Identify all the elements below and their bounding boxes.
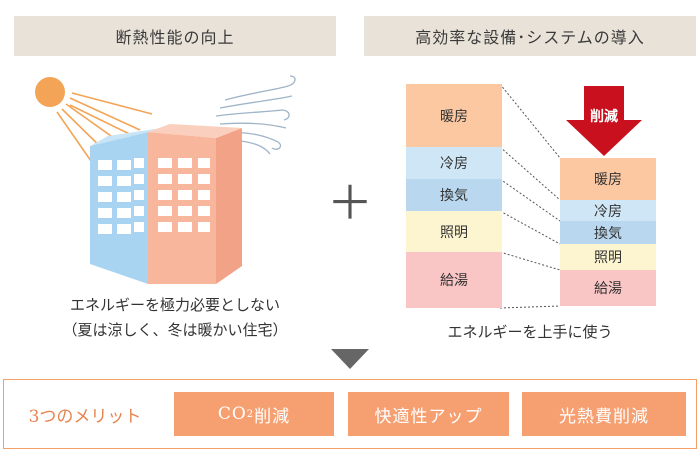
after-bar-hotwater: 給湯	[560, 270, 656, 306]
before-bar-hotwater: 給湯	[406, 252, 502, 308]
header-left: 断熱性能の向上	[14, 16, 336, 56]
down-arrow-icon	[566, 86, 642, 156]
before-bar-ventilation: 換気	[406, 179, 502, 211]
down-triangle-icon	[331, 349, 369, 369]
left-caption-line2: （夏は涼しく、冬は暖かい住宅）	[62, 321, 288, 339]
header-right: 高効率な設備･システムの導入	[364, 16, 696, 56]
plus-icon: ＋	[327, 176, 373, 230]
building-illustration	[35, 75, 296, 284]
right-caption: エネルギーを上手に使う	[447, 323, 613, 341]
after-bar-heating: 暖房	[560, 158, 656, 200]
after-bar-ventilation: 換気	[560, 221, 656, 244]
after-stack: 暖房 冷房 換気 照明 給湯	[560, 158, 656, 306]
left-caption: エネルギーを極力必要としない （夏は涼しく、冬は暖かい住宅）	[14, 293, 336, 343]
before-bar-lighting: 照明	[406, 211, 502, 252]
merit-comfort: 快適性アップ	[348, 392, 509, 436]
before-stack: 暖房 冷房 換気 照明 給湯	[406, 84, 502, 308]
building-right	[148, 124, 242, 284]
merits-title: 3つのメリット	[28, 406, 142, 427]
before-bar-heating: 暖房	[406, 84, 502, 147]
connector-lines	[500, 84, 561, 309]
header-right-text: 高効率な設備･システムの導入	[415, 28, 645, 47]
after-bar-cooling: 冷房	[560, 200, 656, 221]
cut-label: 削減	[590, 109, 618, 125]
merit-cost: 光熱費削減	[522, 392, 686, 436]
header-left-text: 断熱性能の向上	[115, 28, 235, 47]
left-caption-line1: エネルギーを極力必要としない	[69, 296, 280, 314]
before-bar-cooling: 冷房	[406, 147, 502, 179]
after-bar-lighting: 照明	[560, 244, 656, 270]
